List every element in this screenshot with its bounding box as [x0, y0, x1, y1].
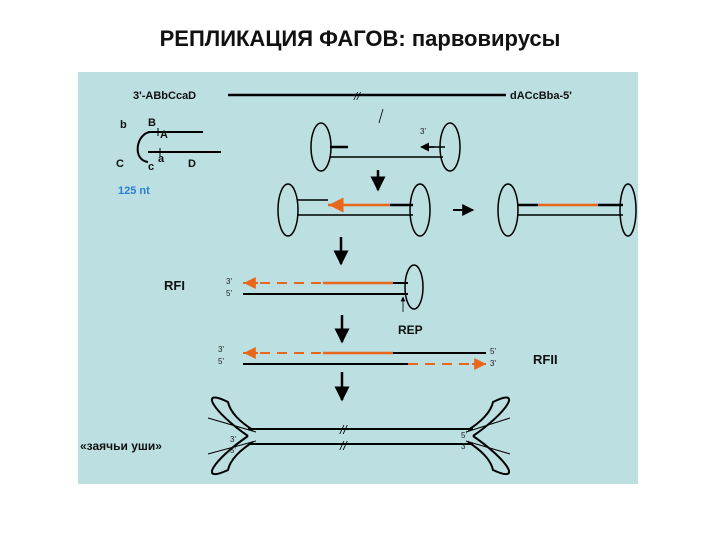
rep-label: REP [398, 323, 423, 337]
left-end-label: 3'-ABbCcaD [133, 90, 196, 102]
rfii-left-3prime: 3' [218, 345, 224, 354]
diagram-panel: 3'-ABbCcaD dACcBba-5' // b B A C c a D 1… [78, 72, 638, 484]
rfii-label: RFII [533, 352, 558, 367]
step-1-primer: 3' [310, 122, 461, 172]
ears-left-3prime: 3' [230, 435, 236, 444]
step-5-rabbit-ears: // // 3' 5' 5' 3' «заячьи уши» [80, 396, 511, 476]
hairpin-B-label: B [148, 117, 156, 129]
step-2-elongation [277, 183, 637, 237]
step-1-3prime: 3' [420, 127, 426, 136]
ears-break-bottom: // [339, 439, 348, 453]
ears-break-top: // [339, 423, 348, 437]
rfi-5prime: 5' [226, 289, 232, 298]
ears-left-5prime: 5' [230, 446, 236, 455]
step-3-rfi: RFI 3' 5' REP [164, 264, 424, 337]
step-4-rfii: 3' 5' 5' 3' RFII [218, 345, 558, 370]
right-end-label: dACcBba-5' [510, 90, 572, 102]
rfii-right-3prime: 3' [490, 359, 496, 368]
hairpin-D-label: D [188, 158, 196, 170]
hairpin-detail: b B A C c a D 125 nt [116, 117, 221, 197]
hairpin-c-label: c [148, 161, 154, 173]
nt-label: 125 nt [118, 185, 150, 197]
ears-label: «заячьи уши» [80, 439, 162, 453]
ears-right-5prime: 5' [461, 431, 467, 440]
hairpin-a-label: a [158, 153, 165, 165]
break-mark: // [353, 91, 361, 103]
break-tick [378, 108, 384, 124]
hairpin-A-label: A [160, 129, 168, 141]
rfii-right-5prime: 5' [490, 347, 496, 356]
panel-background [78, 72, 638, 484]
ears-right-3prime: 3' [461, 442, 467, 451]
rfi-label: RFI [164, 278, 185, 293]
hairpin-C-label: C [116, 158, 124, 170]
page-title: РЕПЛИКАЦИЯ ФАГОВ: парвовирусы [159, 26, 561, 51]
rfii-left-5prime: 5' [218, 357, 224, 366]
rfi-3prime: 3' [226, 277, 232, 286]
genome-line: 3'-ABbCcaD dACcBba-5' // [133, 90, 572, 124]
hairpin-b-label: b [120, 119, 127, 131]
